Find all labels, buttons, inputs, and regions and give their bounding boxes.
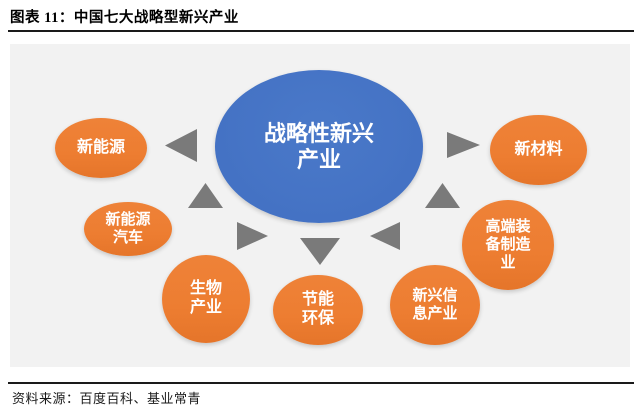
node-energy-saving-environment: 节能 环保 — [273, 275, 363, 345]
triangle-arrow-left-icon — [370, 222, 400, 250]
node-new-materials: 新材料 — [490, 115, 587, 185]
figure-title: 图表 11：中国七大战略型新兴产业 — [10, 10, 239, 26]
node-emerging-information: 新兴信 息产业 — [390, 265, 480, 345]
triangle-arrow-down-icon — [300, 238, 340, 265]
node-label: 生物 产业 — [189, 280, 222, 316]
top-divider — [8, 30, 634, 32]
node-label: 新能源 — [76, 138, 125, 156]
node-bio-industry: 生物 产业 — [162, 255, 250, 343]
diagram-panel: 战略性新兴 产业 新能源 新能源 汽车 生物 产业 节能 环保 新兴信 息产业 … — [10, 44, 630, 367]
node-label: 高端装 备制造 业 — [485, 218, 531, 271]
node-label: 新能源 汽车 — [105, 211, 151, 246]
center-node-strategic-emerging-industries: 战略性新兴 产业 — [215, 70, 423, 223]
triangle-arrow-up-icon — [425, 183, 460, 208]
node-label: 新兴信 息产业 — [412, 287, 458, 322]
triangle-arrow-right-icon — [447, 132, 480, 158]
node-label: 新材料 — [514, 140, 563, 158]
triangle-arrow-up-icon — [188, 183, 223, 208]
node-label: 节能 环保 — [301, 291, 334, 327]
triangle-arrow-right-icon — [237, 222, 268, 250]
center-node-label: 战略性新兴 产业 — [263, 120, 374, 172]
node-high-end-equipment: 高端装 备制造 业 — [462, 200, 554, 290]
node-new-energy-vehicles: 新能源 汽车 — [84, 202, 172, 256]
triangle-arrow-left-icon — [165, 129, 197, 162]
bottom-divider — [8, 382, 634, 384]
node-new-energy: 新能源 — [55, 118, 147, 178]
source-note: 资料来源：百度百科、基业常青 — [12, 391, 202, 406]
